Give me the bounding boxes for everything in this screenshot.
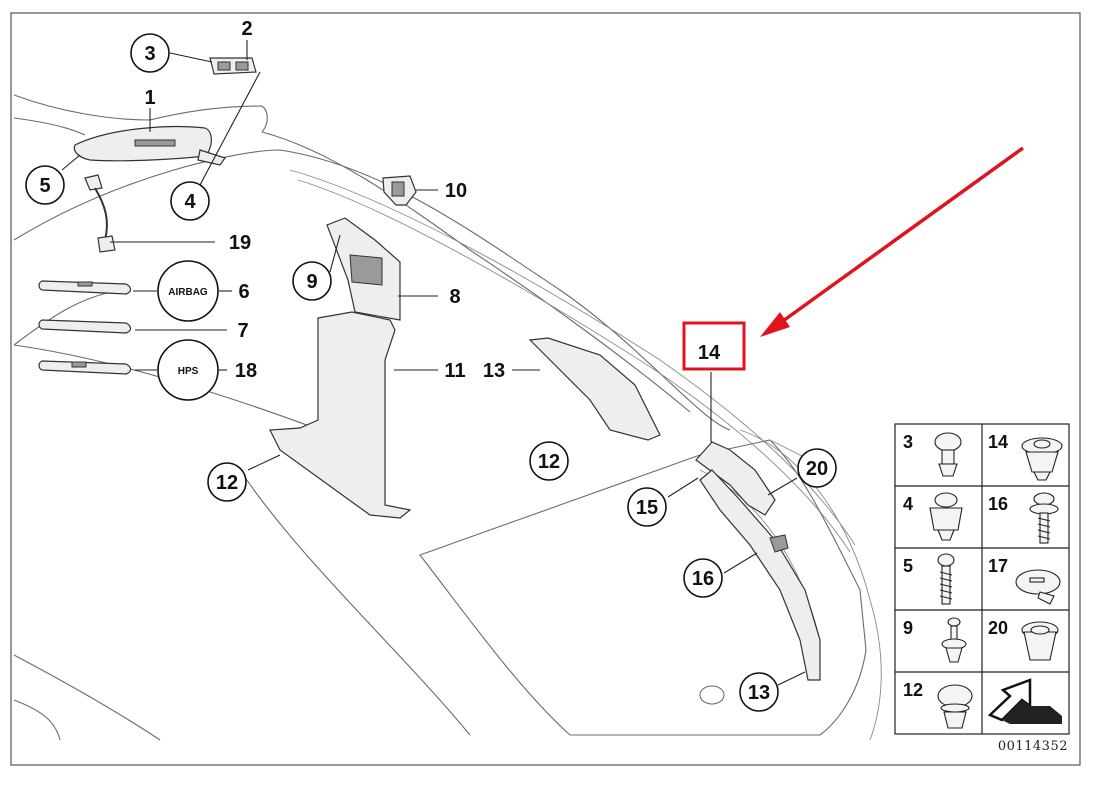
callout-12-left-label: 12: [216, 472, 238, 494]
part-11-lower-b-pillar-trim: [269, 311, 412, 519]
round-head-clip-icon: [937, 684, 973, 729]
trim-strips: [38, 280, 132, 375]
legend-label-4: 4: [903, 494, 913, 514]
callout-17: 16: [683, 558, 723, 598]
leader-lines: [61, 40, 806, 686]
highlight-box-15: 14: [682, 321, 746, 371]
callout-18-label: 18: [235, 360, 257, 382]
callout-16: 15: [627, 487, 667, 527]
direction-arrow-icon: [987, 678, 1062, 724]
callout-12-left: 12: [207, 462, 247, 502]
callout-19-label: 19: [229, 232, 251, 254]
callout-8: 8: [449, 286, 460, 308]
fastener-legend: 3 14 4 16 5: [894, 423, 1070, 735]
part-15-c-pillar-trim: [695, 441, 821, 681]
legend-label-17: 17: [988, 556, 1008, 576]
legend-label-20: 20: [988, 618, 1008, 638]
callout-20-label: 20: [806, 458, 828, 480]
callout-1: 1: [144, 87, 155, 109]
callout-3: 3: [130, 33, 170, 73]
callout-10-label: 10: [445, 180, 467, 202]
callout-16-label: 15: [636, 497, 658, 519]
red-arrow-icon: [760, 146, 1025, 337]
callout-11-label: 11: [444, 360, 465, 382]
callout-13-label: 13: [483, 360, 505, 382]
highlight-box: [682, 321, 746, 371]
legend-label-3: 3: [903, 432, 913, 452]
callout-5-label: 5: [39, 175, 50, 197]
push-rivet-icon: [934, 432, 962, 477]
callout-8-label: 8: [449, 286, 460, 308]
cover-cap-icon: [1015, 569, 1061, 605]
callout-10: 10: [445, 180, 467, 202]
hps-badge-label: HPS: [178, 366, 199, 377]
callout-12-right-label: 12: [538, 451, 560, 473]
callout-12-right: 12: [529, 441, 569, 481]
callout-7: 7: [237, 320, 248, 342]
clip-nut-icon: [929, 492, 963, 541]
part-13-trim-panel: [528, 337, 661, 441]
legend-label-14: 14: [988, 432, 1008, 452]
part-1-trim-panel: [73, 125, 226, 166]
callout-15-label: 14: [698, 342, 721, 364]
hps-badge: HPS: [157, 339, 219, 401]
document-number: 00114352: [998, 739, 1068, 754]
callout-14-label: 13: [748, 682, 770, 704]
callout-4: 4: [170, 181, 210, 221]
callout-20: 20: [797, 448, 837, 488]
callout-5: 5: [25, 165, 65, 205]
part-19-wire-harness: [84, 174, 116, 253]
callout-6-label: 6: [238, 281, 249, 303]
airbag-badge-label: AIRBAG: [168, 287, 208, 298]
callout-6: 6: [238, 281, 249, 303]
callout-13: 13: [483, 360, 505, 382]
callout-7-label: 7: [237, 320, 248, 342]
callout-11: 11: [444, 360, 465, 382]
legend-label-9: 9: [903, 618, 913, 638]
callout-4-label: 4: [184, 191, 196, 213]
callout-1-label: 1: [144, 87, 155, 109]
expanding-rivet-icon: [941, 617, 967, 663]
callout-17-label: 16: [692, 568, 714, 590]
airbag-badge: AIRBAG: [157, 260, 219, 322]
part-8-upper-b-pillar-trim: [326, 217, 401, 321]
callout-9: 9: [292, 261, 332, 301]
legend-label-5: 5: [903, 556, 913, 576]
callout-9-label: 9: [306, 271, 317, 293]
expanding-clip-icon: [1021, 437, 1063, 481]
part-10-clip: [382, 175, 417, 206]
legend-label-16: 16: [988, 494, 1008, 514]
callout-2: 2: [241, 18, 252, 40]
grommet-icon: [1021, 621, 1059, 661]
legend-label-12: 12: [903, 680, 923, 700]
part-2-bracket: [209, 57, 257, 75]
screw-icon: [937, 553, 955, 605]
callout-18: 18: [235, 360, 257, 382]
callout-2-label: 2: [241, 18, 252, 40]
callout-14: 13: [739, 672, 779, 712]
screw-with-washer-icon: [1029, 492, 1059, 544]
callout-19: 19: [229, 232, 251, 254]
callout-3-label: 3: [144, 43, 155, 65]
